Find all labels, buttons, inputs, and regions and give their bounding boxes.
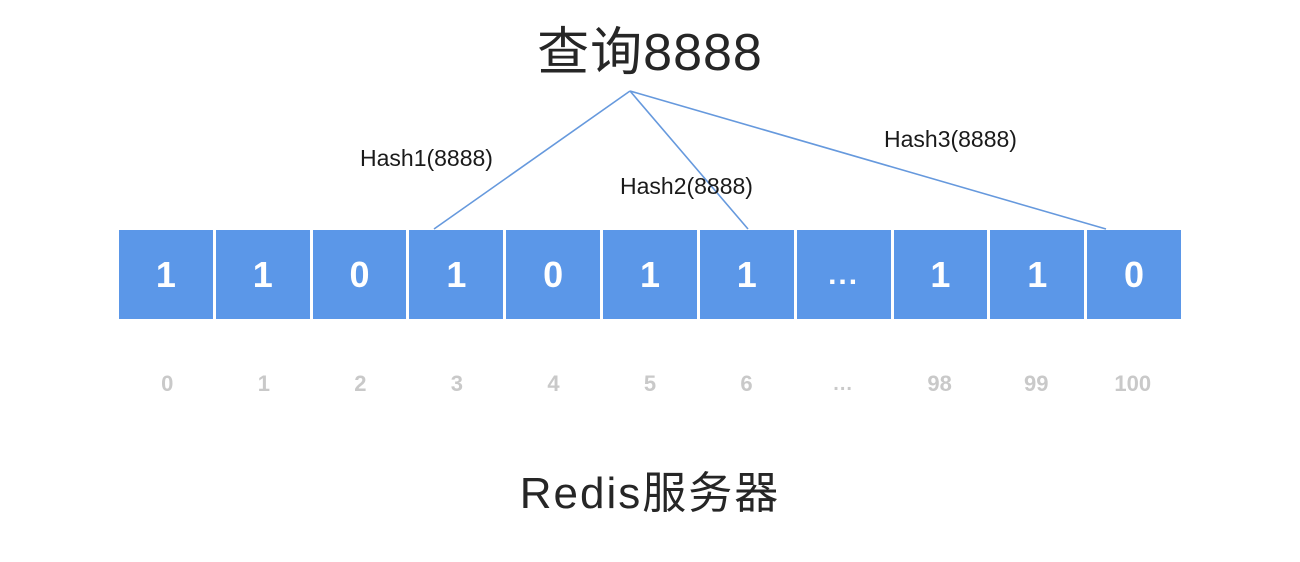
bit-cell[interactable]: 1 <box>409 230 507 319</box>
index-label: 99 <box>1023 371 1049 396</box>
index-label: 100 <box>1114 371 1152 396</box>
index-label: 4 <box>547 371 560 396</box>
connector-line-hash3 <box>629 90 1107 230</box>
index-label: 0 <box>161 371 174 396</box>
index-label: 6 <box>740 371 753 396</box>
hash1-label: Hash1(8888) <box>360 145 493 171</box>
bit-cell[interactable]: 1 <box>603 230 700 319</box>
bit-cell[interactable]: 0 <box>312 230 410 319</box>
hash2-label: Hash2(8888) <box>620 173 753 199</box>
bit-cell[interactable]: 0 <box>1087 230 1181 319</box>
index-label: 98 <box>927 371 952 396</box>
index-label: 3 <box>450 371 464 396</box>
bit-cell[interactable]: 1 <box>893 230 991 319</box>
bit-array: 1 1 0 1 0 1 1 ... 1 1 0 <box>119 230 1181 319</box>
hash3-label: Hash3(8888) <box>884 126 1017 152</box>
bit-cell-ellipsis: ... <box>796 230 894 319</box>
bit-cell[interactable]: 0 <box>506 230 604 319</box>
bit-cell[interactable]: 1 <box>990 230 1088 319</box>
index-label: 5 <box>643 371 657 396</box>
page-title: 查询8888 <box>537 24 763 82</box>
index-label: 1 <box>257 371 270 396</box>
connector-line-hash2 <box>629 90 749 230</box>
bit-cell[interactable]: 1 <box>699 230 797 319</box>
bit-cell[interactable]: 1 <box>119 230 216 319</box>
index-label-ellipsis: ... <box>833 373 853 395</box>
bit-array-index-row: 0 1 2 3 4 5 6 ... 98 99 100 <box>119 368 1181 400</box>
bit-cell[interactable]: 1 <box>215 230 313 319</box>
index-label: 2 <box>354 371 367 396</box>
server-caption: Redis服务器 <box>519 469 781 518</box>
